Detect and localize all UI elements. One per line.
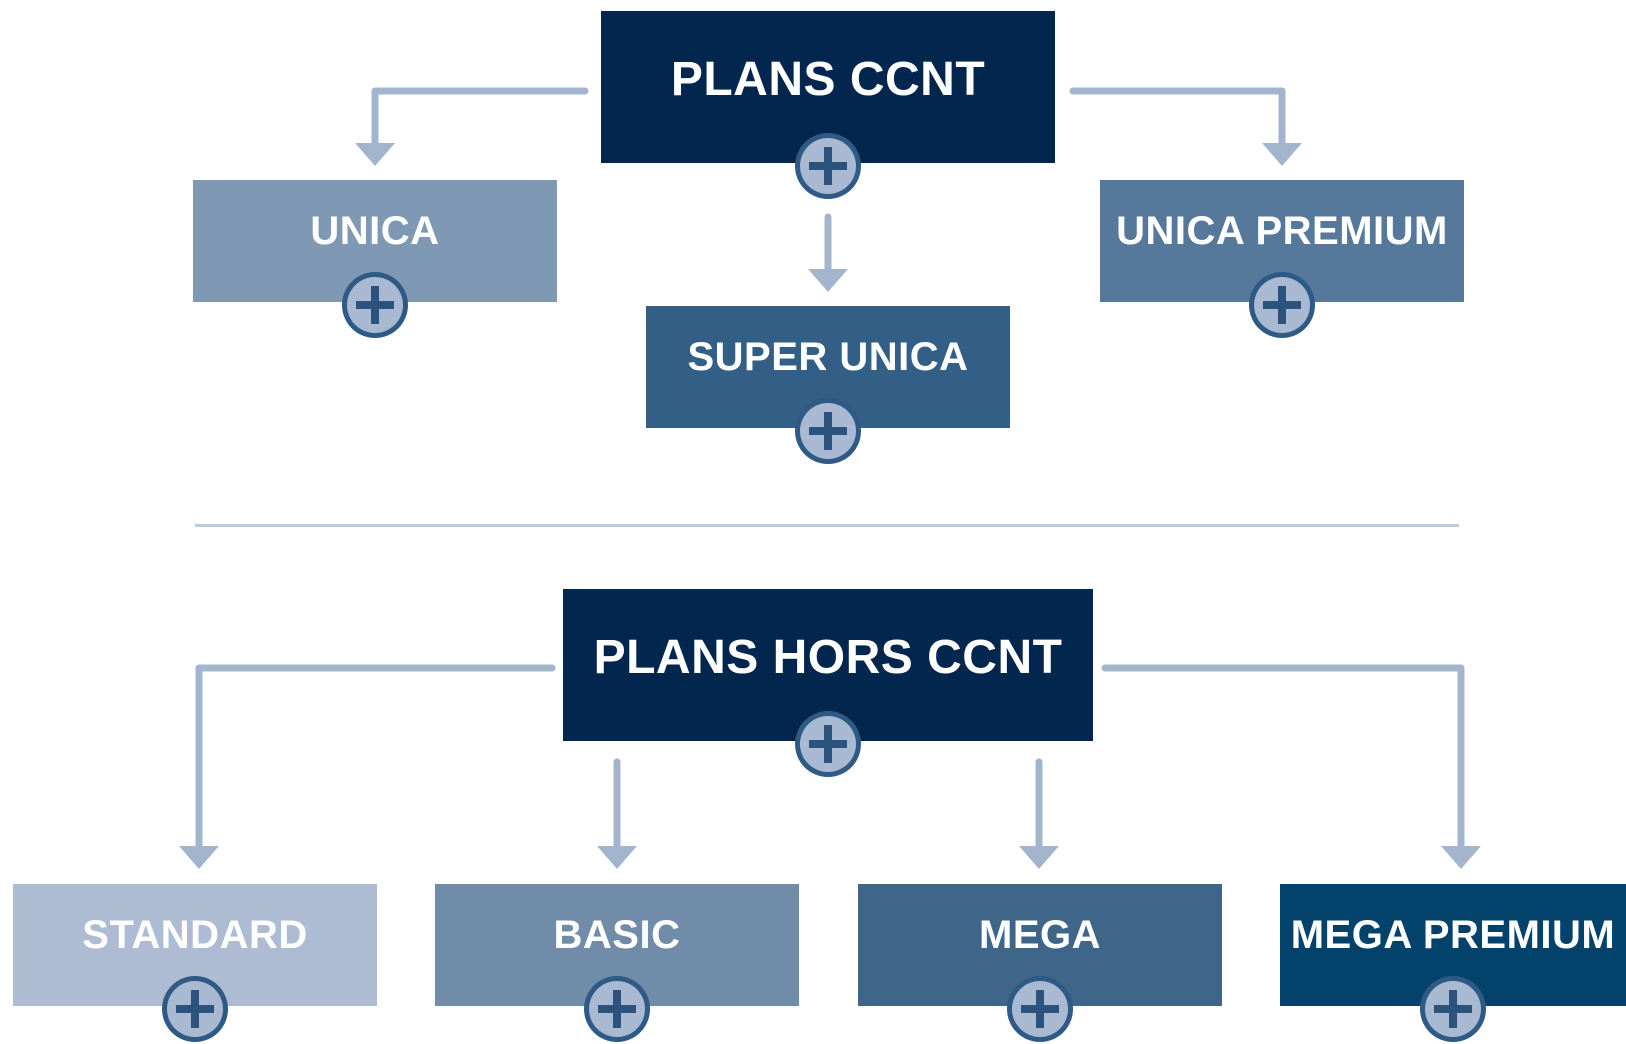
connector-ccnt-to-unica (371, 87, 589, 151)
plan-unica-premium-box: UNICA PREMIUM (1100, 180, 1464, 338)
arrow-down-icon (1262, 143, 1302, 166)
arrow-down-icon (1441, 846, 1481, 869)
plus-circle-icon[interactable] (793, 709, 863, 779)
plan-super-unica-box: SUPER UNICA (646, 306, 1010, 464)
arrow-down-icon (808, 269, 848, 292)
arrow-down-icon (355, 143, 395, 166)
section-divider (195, 524, 1459, 527)
arrow-down-icon (179, 846, 219, 869)
plan-mega-box: MEGA (858, 884, 1222, 1042)
plan-unica-premium-label: UNICA PREMIUM (1116, 208, 1448, 253)
plan-mega-premium-box: MEGA PREMIUM (1280, 884, 1626, 1042)
plan-basic-label: BASIC (553, 912, 681, 957)
plan-unica-label: UNICA (310, 208, 440, 253)
connector-hors-to-mega-premium (1101, 664, 1465, 849)
plus-circle-icon[interactable] (582, 974, 652, 1044)
plan-basic-box: BASIC (435, 884, 799, 1042)
connector-hors-to-standard (195, 664, 556, 849)
plus-circle-icon[interactable] (793, 131, 863, 201)
connector-ccnt-to-unica-premium (1069, 87, 1286, 151)
arrow-down-icon (1019, 846, 1059, 869)
plus-circle-icon[interactable] (793, 396, 863, 466)
plan-mega-label: MEGA (979, 912, 1101, 957)
plus-circle-icon[interactable] (1418, 974, 1488, 1044)
plans-ccnt-box: PLANS CCNT (601, 11, 1055, 199)
plan-super-unica-label: SUPER UNICA (687, 334, 969, 379)
plus-circle-icon[interactable] (1005, 974, 1075, 1044)
plan-unica-box: UNICA (193, 180, 557, 338)
plan-mega-premium-label: MEGA PREMIUM (1290, 912, 1616, 957)
plus-circle-icon[interactable] (160, 974, 230, 1044)
plan-standard-label: STANDARD (82, 912, 308, 957)
plans-hors-ccnt-box: PLANS HORS CCNT (563, 589, 1093, 777)
plus-circle-icon[interactable] (1247, 270, 1317, 340)
arrow-down-icon (597, 846, 637, 869)
plans-hors-ccnt-title: PLANS HORS CCNT (593, 630, 1063, 684)
plus-circle-icon[interactable] (340, 270, 410, 340)
plans-ccnt-title: PLANS CCNT (670, 52, 986, 106)
plan-standard-box: STANDARD (13, 884, 377, 1042)
